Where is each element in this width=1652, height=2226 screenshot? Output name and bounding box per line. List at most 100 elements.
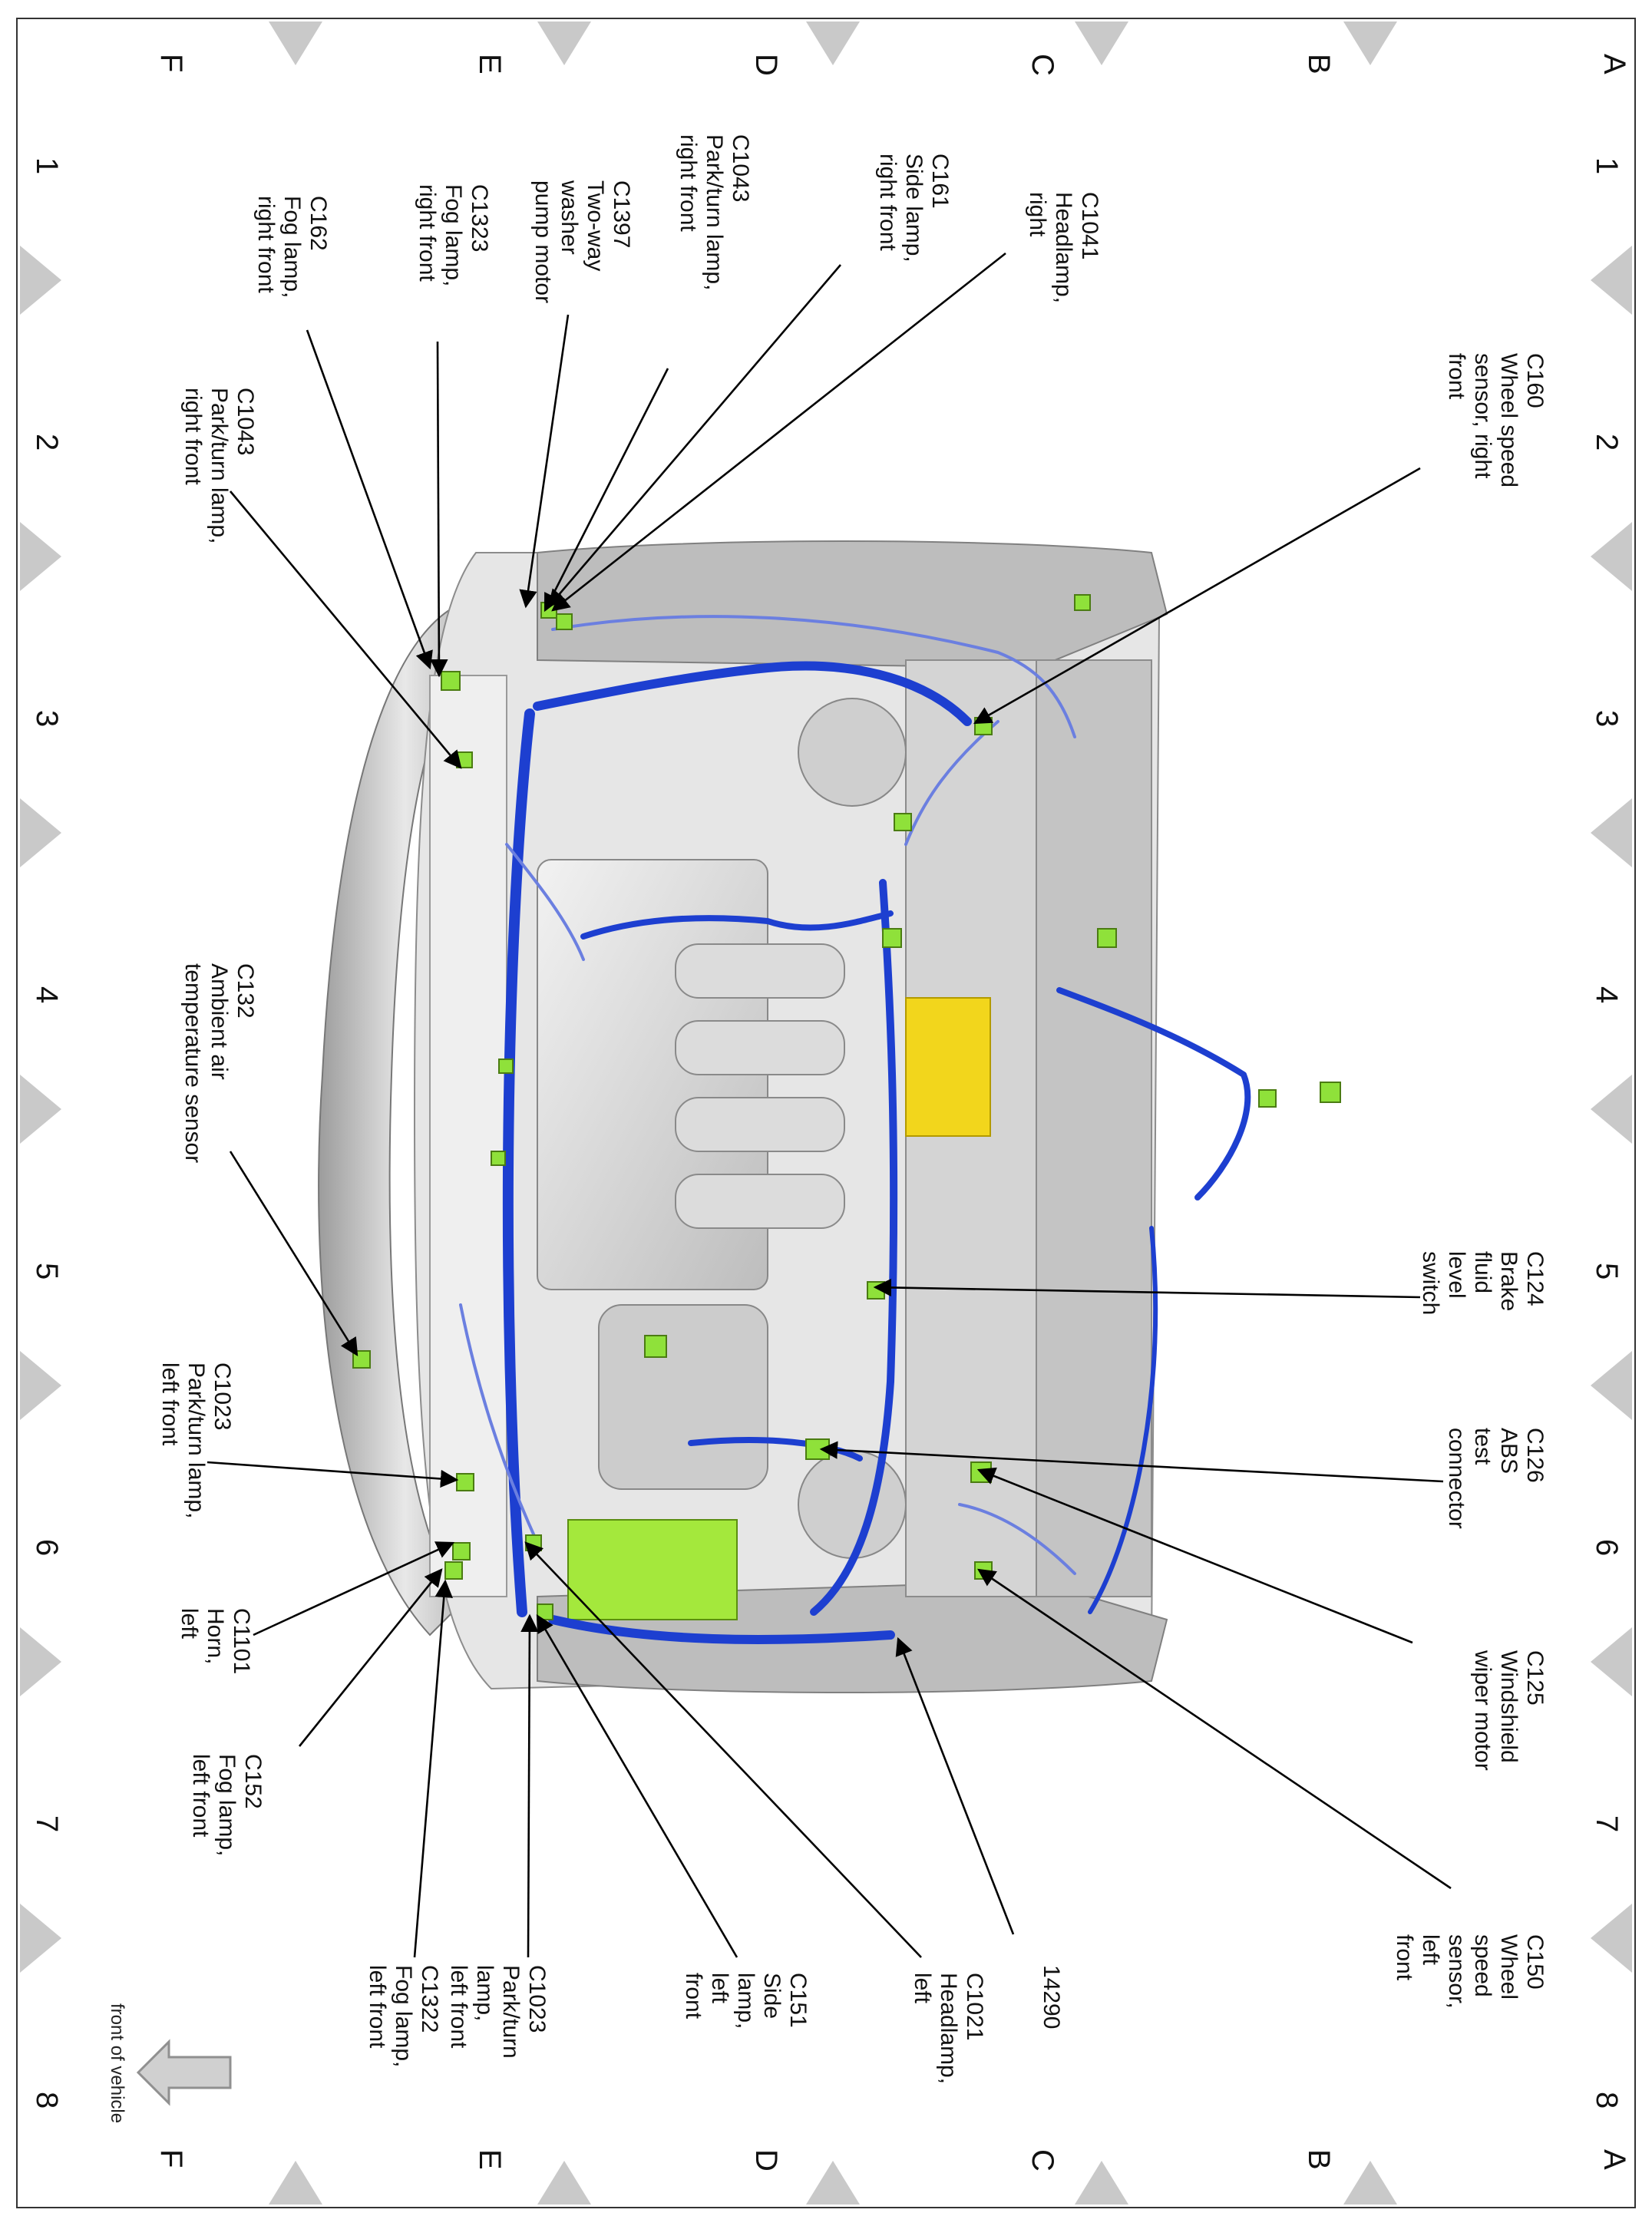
callout-c1322: C1322 Fog lamp, left front: [365, 1965, 442, 2067]
grid-row-label: D: [749, 54, 783, 76]
callout-line: speed: [1470, 1934, 1495, 1997]
grid-column-label: 6: [30, 1539, 64, 1556]
callout-line: C1023: [524, 1965, 550, 2033]
front-of-vehicle-label: front of vehicle: [107, 2003, 127, 2123]
strut-tower-right: [798, 698, 907, 807]
callout-line: left: [1418, 1934, 1443, 1966]
callout-line: C124: [1522, 1251, 1548, 1306]
callout-line: connector: [1444, 1428, 1469, 1529]
grid-row-label: F: [154, 2149, 188, 2168]
grid-row-label: E: [473, 54, 507, 74]
grid-column-label: 4: [30, 986, 64, 1003]
grid-column-labels-left: 1 2 3 4 5 6 7 8: [30, 157, 64, 2109]
grid-row-label: D: [749, 2149, 783, 2172]
callout-line: switch: [1418, 1251, 1443, 1315]
callout-line: C161: [927, 154, 953, 209]
callout-line: left: [707, 1973, 732, 2004]
callout-line: pump motor: [530, 180, 556, 303]
intake-manifold: [675, 943, 845, 1229]
callout-c152: C152 Fog lamp, left front: [188, 1754, 266, 1856]
callout-c1043b: C1043 Park/turn lamp, right front: [180, 388, 258, 543]
fuse-box: [567, 1519, 738, 1620]
callout-line: right front: [180, 388, 206, 485]
radiator-support: [429, 675, 507, 1597]
grid-row-label: C: [1026, 54, 1059, 76]
callout-line: front: [1444, 353, 1469, 400]
callout-line: C1023: [210, 1362, 235, 1430]
callout-line: Wheel: [1496, 1934, 1521, 2000]
callout-line: Wheel speed: [1496, 353, 1521, 487]
grid-row-label: B: [1302, 54, 1336, 74]
callout-line: C160: [1522, 353, 1548, 408]
callout-line: Headlamp,: [1051, 192, 1076, 303]
callout-c1101: C1101 Horn, left: [177, 1608, 254, 1674]
page-border: [16, 18, 1636, 2208]
transmission: [598, 1304, 768, 1490]
callout-line: right: [1025, 192, 1050, 237]
grid-row-labels-bottom: A B C D E F: [154, 2149, 1631, 2172]
callout-line: C150: [1522, 1934, 1548, 1990]
grid-column-label: 3: [30, 710, 64, 727]
callout-line: C1021: [962, 1973, 987, 2040]
grid-column-label: 2: [30, 434, 64, 451]
callout-c126: C126 ABS test connector: [1444, 1428, 1548, 1529]
callout-line: left front: [157, 1362, 183, 1446]
callout-line: Fog lamp,: [214, 1754, 240, 1856]
vehicle-illustration: [318, 540, 1341, 1693]
callout-c125: C125 Windshield wiper motor: [1470, 1650, 1548, 1771]
callout-line: C1041: [1077, 192, 1102, 259]
callout-line: Park/turn lamp,: [702, 134, 727, 290]
callout-line: Side: [759, 1973, 785, 2019]
callout-c1041: C1041 Headlamp, right: [1025, 192, 1102, 303]
callout-line: C1323: [467, 184, 492, 252]
callout-line: left: [910, 1973, 935, 2004]
control-module: [905, 997, 991, 1137]
callout-line: wiper motor: [1470, 1650, 1495, 1771]
callout-line: left front: [446, 1965, 471, 2049]
callout-line: temperature sensor: [180, 963, 206, 1163]
callout-line: Horn,: [203, 1608, 228, 1664]
callout-line: ABS: [1496, 1428, 1521, 1474]
grid-row-label: E: [473, 2149, 507, 2170]
callout-line: lamp,: [472, 1965, 497, 2021]
callout-line: Park/turn: [498, 1965, 524, 2059]
callout-line: right front: [875, 154, 900, 251]
grid-row-label: C: [1026, 2149, 1059, 2172]
wiring-harness-thin: [459, 615, 1076, 1575]
callout-c124: C124 Brake fluid level switch: [1418, 1251, 1548, 1315]
wiring-harness: [502, 661, 1251, 1644]
grid-row-label: B: [1302, 2149, 1336, 2170]
callout-line: left front: [365, 1965, 390, 2049]
callout-line: left: [177, 1608, 202, 1640]
callout-14290: 14290: [1039, 1965, 1064, 2029]
leader-lines: [206, 252, 1452, 1958]
callout-line: C126: [1522, 1428, 1548, 1483]
callout-line: washer: [557, 180, 582, 255]
grid-column-label: 7: [1590, 1815, 1624, 1832]
callout-line: Windshield: [1496, 1650, 1521, 1763]
callout-line: front: [1392, 1934, 1417, 1981]
callout-c1023a: C1023 Park/turn lamp, left front: [157, 1362, 235, 1518]
grid-column-label: 8: [1590, 2092, 1624, 2109]
callout-line: C1322: [417, 1965, 442, 2033]
callout-line: lamp,: [733, 1973, 758, 2029]
callout-line: Side lamp,: [901, 154, 927, 263]
callout-line: fluid: [1470, 1251, 1495, 1293]
cowl-panel: [1036, 659, 1152, 1597]
callout-line: C162: [306, 196, 331, 251]
callout-line: Two-way: [583, 180, 608, 271]
grid-markers: [20, 21, 1632, 2205]
grid-column-label: 6: [1590, 1539, 1624, 1556]
strut-tower-left: [798, 1450, 907, 1559]
callout-line: C1397: [609, 180, 634, 248]
callout-line: level: [1444, 1251, 1469, 1299]
callout-line: front: [681, 1973, 706, 2020]
callout-line: C1101: [229, 1608, 254, 1674]
callout-line: Park/turn lamp,: [183, 1362, 209, 1518]
callout-line: C1043: [728, 134, 753, 202]
callout-c132: C132 Ambient air temperature sensor: [180, 963, 258, 1163]
grid-column-labels-right: 1 2 3 4 5 6 7 8: [1590, 157, 1624, 2109]
callout-line: right front: [253, 196, 279, 293]
grid-row-labels-top: A B C D E F: [154, 54, 1631, 76]
